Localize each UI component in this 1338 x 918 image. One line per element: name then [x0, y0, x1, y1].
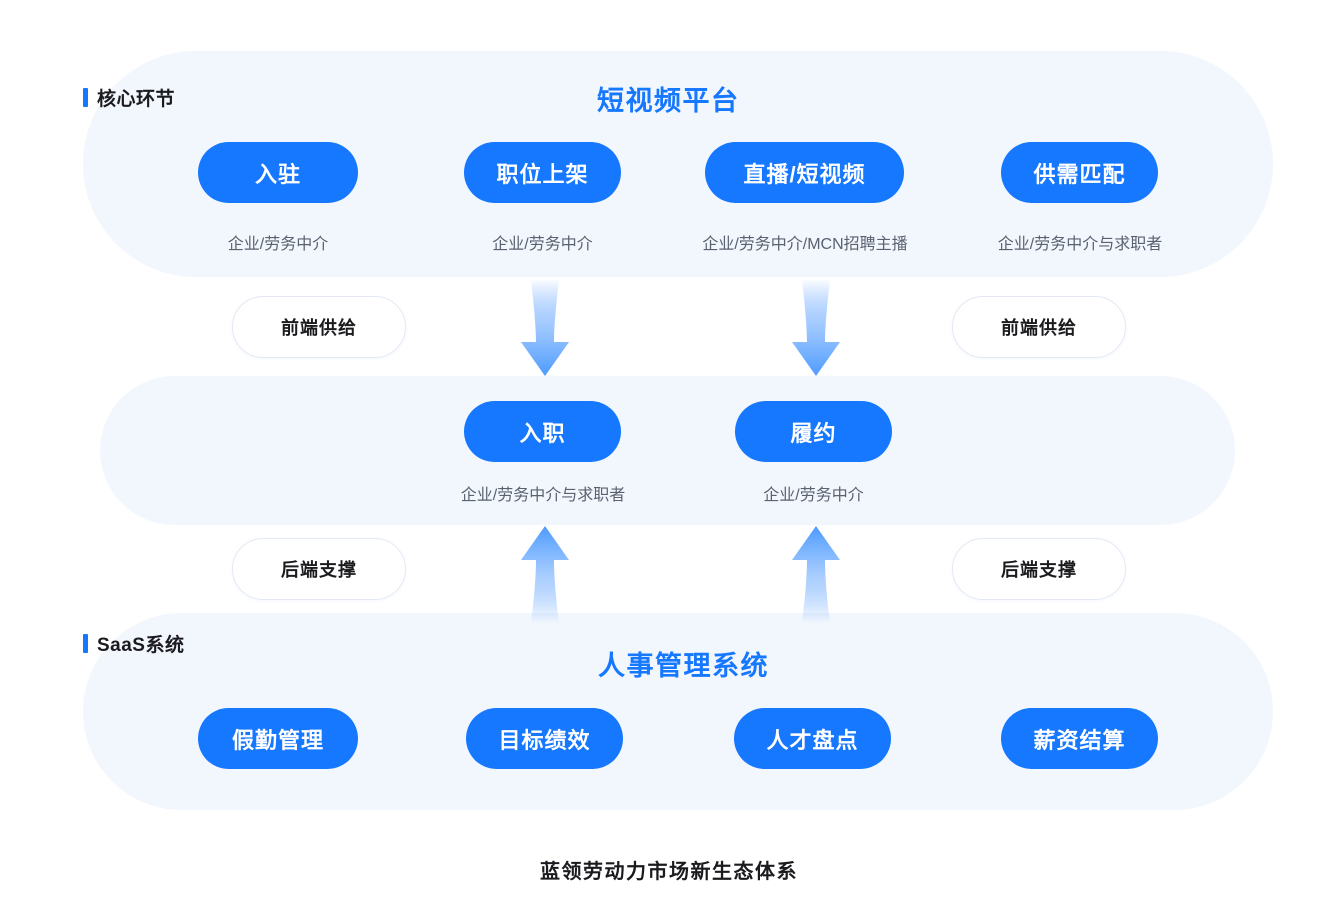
section-label-core-text: 核心环节: [97, 89, 176, 110]
node-caption-zhibo-duanshipin: 企业/劳务中介/MCN招聘主播: [702, 236, 908, 253]
node-mubiao-jixiao[interactable]: 目标绩效: [466, 708, 623, 769]
node-rencai-pandian[interactable]: 人才盘点: [734, 708, 891, 769]
tag-frontend-supply-right[interactable]: 前端供给: [952, 296, 1126, 358]
section-label-saas: SaaS系统: [83, 630, 184, 657]
node-gongxu-pipei[interactable]: 供需匹配: [1001, 142, 1158, 203]
node-zhiwei-shangjia[interactable]: 职位上架: [464, 142, 621, 203]
middle-band-background: [100, 376, 1235, 525]
arrow-up-right: [792, 526, 840, 622]
node-jiaqin-guanli[interactable]: 假勤管理: [198, 708, 358, 769]
section-label-saas-text: SaaS系统: [97, 635, 185, 656]
tag-backend-support-right[interactable]: 后端支撑: [952, 538, 1126, 600]
node-caption-ruzhi: 企业/劳务中介与求职者: [460, 487, 626, 504]
node-caption-ruzhu: 企业/劳务中介: [227, 236, 329, 253]
node-zhibo-duanshipin[interactable]: 直播/短视频: [705, 142, 904, 203]
tag-backend-support-left[interactable]: 后端支撑: [232, 538, 406, 600]
accent-tick-icon: [83, 88, 88, 107]
tag-frontend-supply-left[interactable]: 前端供给: [232, 296, 406, 358]
node-xinzi-jiesuan[interactable]: 薪资结算: [1001, 708, 1158, 769]
figure-caption: 蓝领劳动力市场新生态体系: [540, 861, 798, 883]
bottom-band-title: 人事管理系统: [598, 651, 769, 681]
arrow-down-left: [521, 280, 569, 376]
top-band-title: 短视频平台: [597, 86, 740, 116]
node-ruzhi[interactable]: 入职: [464, 401, 621, 462]
node-ruzhu[interactable]: 入驻: [198, 142, 358, 203]
node-caption-zhiwei-shangjia: 企业/劳务中介: [492, 236, 593, 253]
arrow-down-right: [792, 280, 840, 376]
arrow-up-left: [521, 526, 569, 622]
node-caption-gongxu-pipei: 企业/劳务中介与求职者: [997, 236, 1163, 253]
node-lvyue[interactable]: 履约: [735, 401, 892, 462]
accent-tick-icon: [83, 634, 88, 653]
node-caption-lvyue: 企业/劳务中介: [763, 487, 864, 504]
section-label-core: 核心环节: [83, 84, 175, 111]
